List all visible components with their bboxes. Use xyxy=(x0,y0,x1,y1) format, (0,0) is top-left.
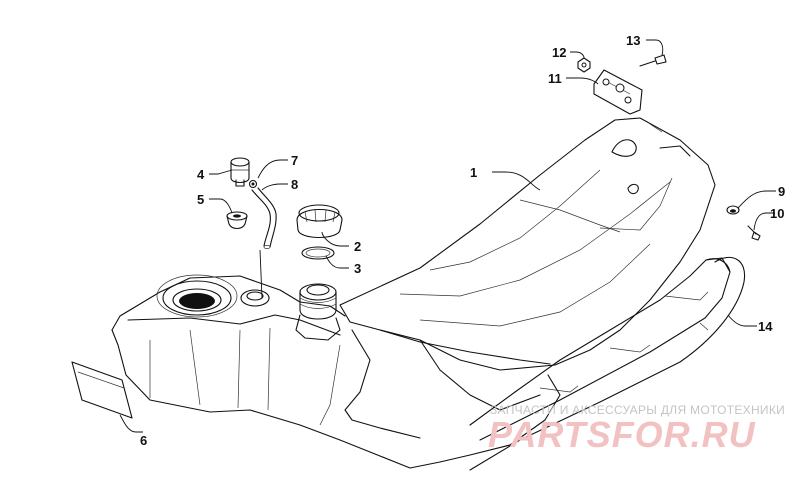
callout-14: 14 xyxy=(758,319,773,334)
part-11-bracket xyxy=(593,69,643,115)
part-8-hose xyxy=(251,187,277,249)
callout-13: 13 xyxy=(626,33,640,48)
callout-10: 10 xyxy=(770,206,784,221)
part-4-valve xyxy=(230,157,250,187)
part-3-o-ring xyxy=(301,246,335,260)
part-12-nut xyxy=(577,57,591,73)
callout-7: 7 xyxy=(291,153,298,168)
part-9-grommet xyxy=(726,205,740,215)
callout-2: 2 xyxy=(354,239,361,254)
callout-9: 9 xyxy=(778,184,785,199)
watermark-caption: ЗАПЧАСТИ И АКСЕССУАРЫ ДЛЯ МОТОТЕХНИКИ xyxy=(490,403,785,417)
callout-3: 3 xyxy=(354,261,361,276)
callout-8: 8 xyxy=(291,177,298,192)
leader-lines xyxy=(119,39,776,433)
callout-12: 12 xyxy=(552,45,566,60)
part-10-bolt xyxy=(747,225,761,241)
callout-5: 5 xyxy=(197,192,204,207)
part-1-fuel-tank xyxy=(111,117,716,469)
part-5-grommet xyxy=(226,211,248,230)
callout-4: 4 xyxy=(197,167,205,182)
callout-6: 6 xyxy=(140,433,147,448)
watermark-brand: PARTSFOR.RU xyxy=(488,414,756,455)
part-13-screw xyxy=(639,54,667,67)
watermark: ЗАПЧАСТИ И АКСЕССУАРЫ ДЛЯ МОТОТЕХНИКИ PA… xyxy=(488,403,785,455)
part-14-lower-cover xyxy=(469,256,746,471)
callout-11: 11 xyxy=(548,71,562,86)
part-2-fuel-cap xyxy=(296,204,343,239)
callout-numbers: 1 2 3 4 5 6 7 8 9 10 11 12 13 14 xyxy=(140,33,785,448)
part-7-clamp xyxy=(248,179,258,189)
part-6-label xyxy=(71,361,133,419)
callout-1: 1 xyxy=(470,165,477,180)
